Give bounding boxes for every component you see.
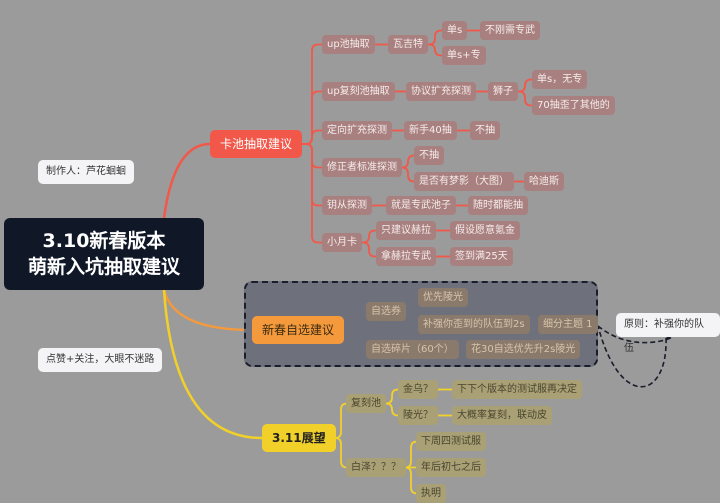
topic-node[interactable]: 优先陵光: [418, 288, 468, 307]
topic-node[interactable]: 自选券: [366, 302, 406, 321]
topic-node[interactable]: 不刚需专武: [480, 21, 540, 40]
connector-line: [162, 142, 211, 219]
topic-node[interactable]: 钥从探测: [322, 196, 372, 215]
topic-node[interactable]: 执明: [416, 484, 446, 503]
connector-line: [302, 43, 322, 145]
topic-node[interactable]: 新手40抽: [404, 121, 457, 140]
topic-node[interactable]: up复刻池抽取: [322, 82, 395, 101]
topic-node[interactable]: 年后初七之后: [416, 458, 486, 477]
author-note[interactable]: 制作人：芦花蛔蛔: [38, 160, 134, 184]
follow-note[interactable]: 点赞+关注，大眼不迷路: [38, 348, 163, 372]
topic-node[interactable]: 签到满25天: [450, 247, 513, 266]
topic-node[interactable]: 只建议赫拉: [376, 221, 436, 240]
topic-node[interactable]: 就是专武池子: [386, 196, 456, 215]
topic-node[interactable]: 单s，无专: [532, 70, 588, 89]
connector-line: [302, 129, 322, 145]
connector-line: [302, 90, 322, 145]
central-topic-line1: 3.10新春版本: [42, 230, 166, 252]
topic-node[interactable]: 修正者标准探测: [322, 158, 402, 177]
connector-line: [385, 388, 399, 405]
topic-node[interactable]: 狮子: [488, 82, 518, 101]
connector-line: [302, 143, 322, 169]
topic-node[interactable]: 不抽: [414, 146, 444, 165]
topic-node[interactable]: 单s+专: [442, 46, 486, 65]
connector-line: [518, 78, 532, 93]
topic-node[interactable]: 随时都能抽: [468, 196, 528, 215]
connector-line: [362, 229, 376, 244]
topic-node[interactable]: 下周四测试服: [416, 432, 486, 451]
connector-line: [162, 289, 253, 332]
topic-node[interactable]: 白泽？？？: [346, 458, 406, 477]
topic-node[interactable]: 是否有梦影（大图）: [414, 172, 514, 191]
branch-outlook[interactable]: 3.11展望: [262, 424, 336, 452]
topic-node[interactable]: 金乌？: [398, 380, 438, 399]
central-topic-line2: 萌新入坑抽取建议: [27, 256, 180, 278]
topic-node[interactable]: 哈迪斯: [524, 172, 564, 191]
topic-node[interactable]: up池抽取: [322, 35, 375, 54]
topic-node[interactable]: 大概率复刻，联动皮: [452, 406, 552, 425]
connector-line: [428, 29, 442, 46]
topic-node[interactable]: 假设愿意氪金: [450, 221, 520, 240]
branch-pool-advice[interactable]: 卡池抽取建议: [210, 130, 303, 158]
central-topic[interactable]: 3.10新春版本 萌新入坑抽取建议: [4, 218, 204, 290]
topic-node[interactable]: 陵光？: [398, 406, 438, 425]
branch-spring-selection[interactable]: 新春自选建议: [252, 316, 345, 344]
topic-node[interactable]: 不抽: [470, 121, 500, 140]
connector-line: [518, 90, 532, 107]
topic-node[interactable]: 70抽歪了其他的: [532, 96, 615, 115]
connector-line: [385, 402, 399, 417]
topic-node[interactable]: 拿赫拉专武: [376, 247, 436, 266]
topic-node[interactable]: 瓦吉特: [388, 35, 428, 54]
topic-node[interactable]: 复刻池: [346, 394, 386, 413]
topic-node[interactable]: 定向扩充探测: [322, 121, 392, 140]
connector-line: [428, 43, 442, 57]
topic-node[interactable]: 补强你歪到的队伍到2s: [418, 315, 530, 334]
topic-node[interactable]: 下下个版本的测试服再决定: [452, 380, 582, 399]
connector-line: [401, 154, 415, 169]
topic-node[interactable]: 自选碎片（60个）: [366, 340, 459, 359]
topic-node[interactable]: 小月卡: [322, 233, 362, 252]
principle-note[interactable]: 原则：补强你的队伍: [616, 313, 720, 354]
connector-line: [302, 143, 322, 244]
connector-line: [401, 166, 415, 183]
connector-line: [362, 241, 376, 258]
topic-node[interactable]: 协议扩充探测: [406, 82, 476, 101]
topic-node[interactable]: 花30自选优先升2s陵光: [466, 340, 581, 359]
topic-node[interactable]: 细分主题 1: [538, 315, 598, 334]
connector-line: [302, 143, 322, 207]
topic-node[interactable]: 单s: [442, 21, 468, 40]
